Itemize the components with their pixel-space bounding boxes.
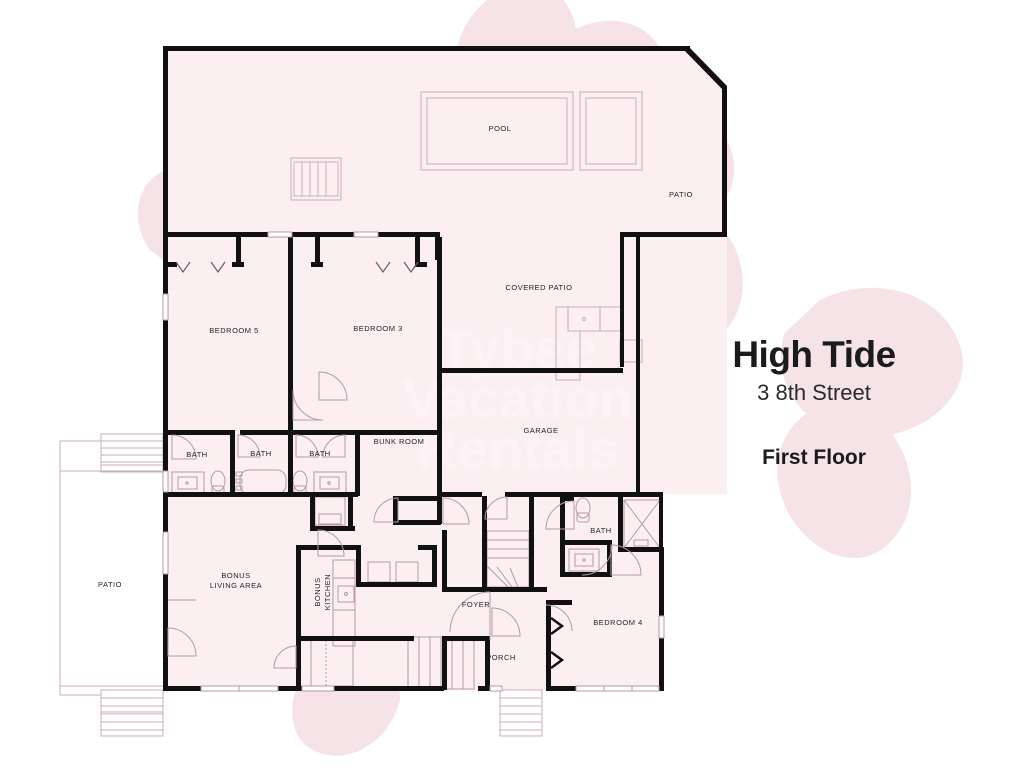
room-labels: POOL PATIO COVERED PATIO BEDROOM 5 BEDROOM 3…	[98, 124, 693, 662]
room-label-patio-left: PATIO	[98, 580, 122, 589]
door-swings	[167, 371, 642, 669]
floor-label: First Floor	[762, 446, 866, 469]
windows	[162, 231, 665, 692]
room-label-bath-3: BATH	[309, 449, 330, 458]
room-label-bedroom-4: BEDROOM 4	[593, 618, 643, 627]
wall-covered-patio-garage	[437, 368, 623, 373]
room-label-garage: GARAGE	[523, 426, 558, 435]
title-block: High Tide 3 8th Street	[664, 336, 964, 404]
room-label-patio-upper: PATIO	[669, 190, 693, 199]
page-title: High Tide	[732, 334, 896, 375]
wall-exterior-top	[163, 46, 690, 51]
wall-exterior-right-upper	[722, 86, 727, 233]
pool-shape	[420, 91, 574, 171]
wall-bath-band-bottom	[163, 492, 353, 497]
bedroom4-angled-doors	[550, 616, 565, 670]
watermark-line-3: Rentals	[417, 417, 619, 480]
room-label-bath-1: BATH	[186, 450, 207, 459]
outdoor-shower	[290, 157, 342, 201]
wall-exterior-ne-angle	[684, 46, 727, 90]
exterior-thin-outlines	[59, 91, 643, 737]
floor-label-block: First Floor	[664, 447, 964, 468]
room-label-covered-patio: COVERED PATIO	[505, 283, 572, 292]
page-subtitle-address: 3 8th Street	[757, 380, 871, 405]
wall-bonus-living-right	[296, 545, 301, 640]
room-label-bath-4: BATH	[590, 526, 611, 535]
room-label-porch: PORCH	[486, 653, 516, 662]
room-label-pool: POOL	[489, 124, 512, 133]
closet-bifold-marks	[175, 261, 419, 274]
room-label-bath-2: BATH	[250, 449, 271, 458]
wall-garage-right	[636, 237, 640, 495]
wall-exterior-left-upper	[163, 46, 168, 233]
bonus-kitchen-fixtures	[332, 559, 419, 647]
stairs-front-entry	[499, 689, 543, 737]
wall-bedroom4-left	[546, 600, 551, 690]
bath-4-fixtures	[568, 497, 661, 572]
walls	[163, 46, 727, 691]
wall-bedroom5-bedroom3	[288, 237, 293, 435]
wall-garage-bottom	[505, 492, 663, 497]
interior-fill	[163, 46, 727, 690]
room-label-bonus-kitchen: BONUSKITCHEN	[313, 574, 332, 610]
room-label-foyer: FOYER	[462, 600, 490, 609]
room-label-bedroom-5: BEDROOM 5	[209, 326, 259, 335]
room-labels-rotated: BONUSKITCHEN	[313, 574, 332, 610]
room-label-bunk-room: BUNK ROOM	[374, 437, 425, 446]
hot-tub-shape	[579, 91, 643, 171]
room-label-bedroom-3: BEDROOM 3	[353, 324, 403, 333]
stairs-patio-left-bottom	[100, 689, 164, 737]
